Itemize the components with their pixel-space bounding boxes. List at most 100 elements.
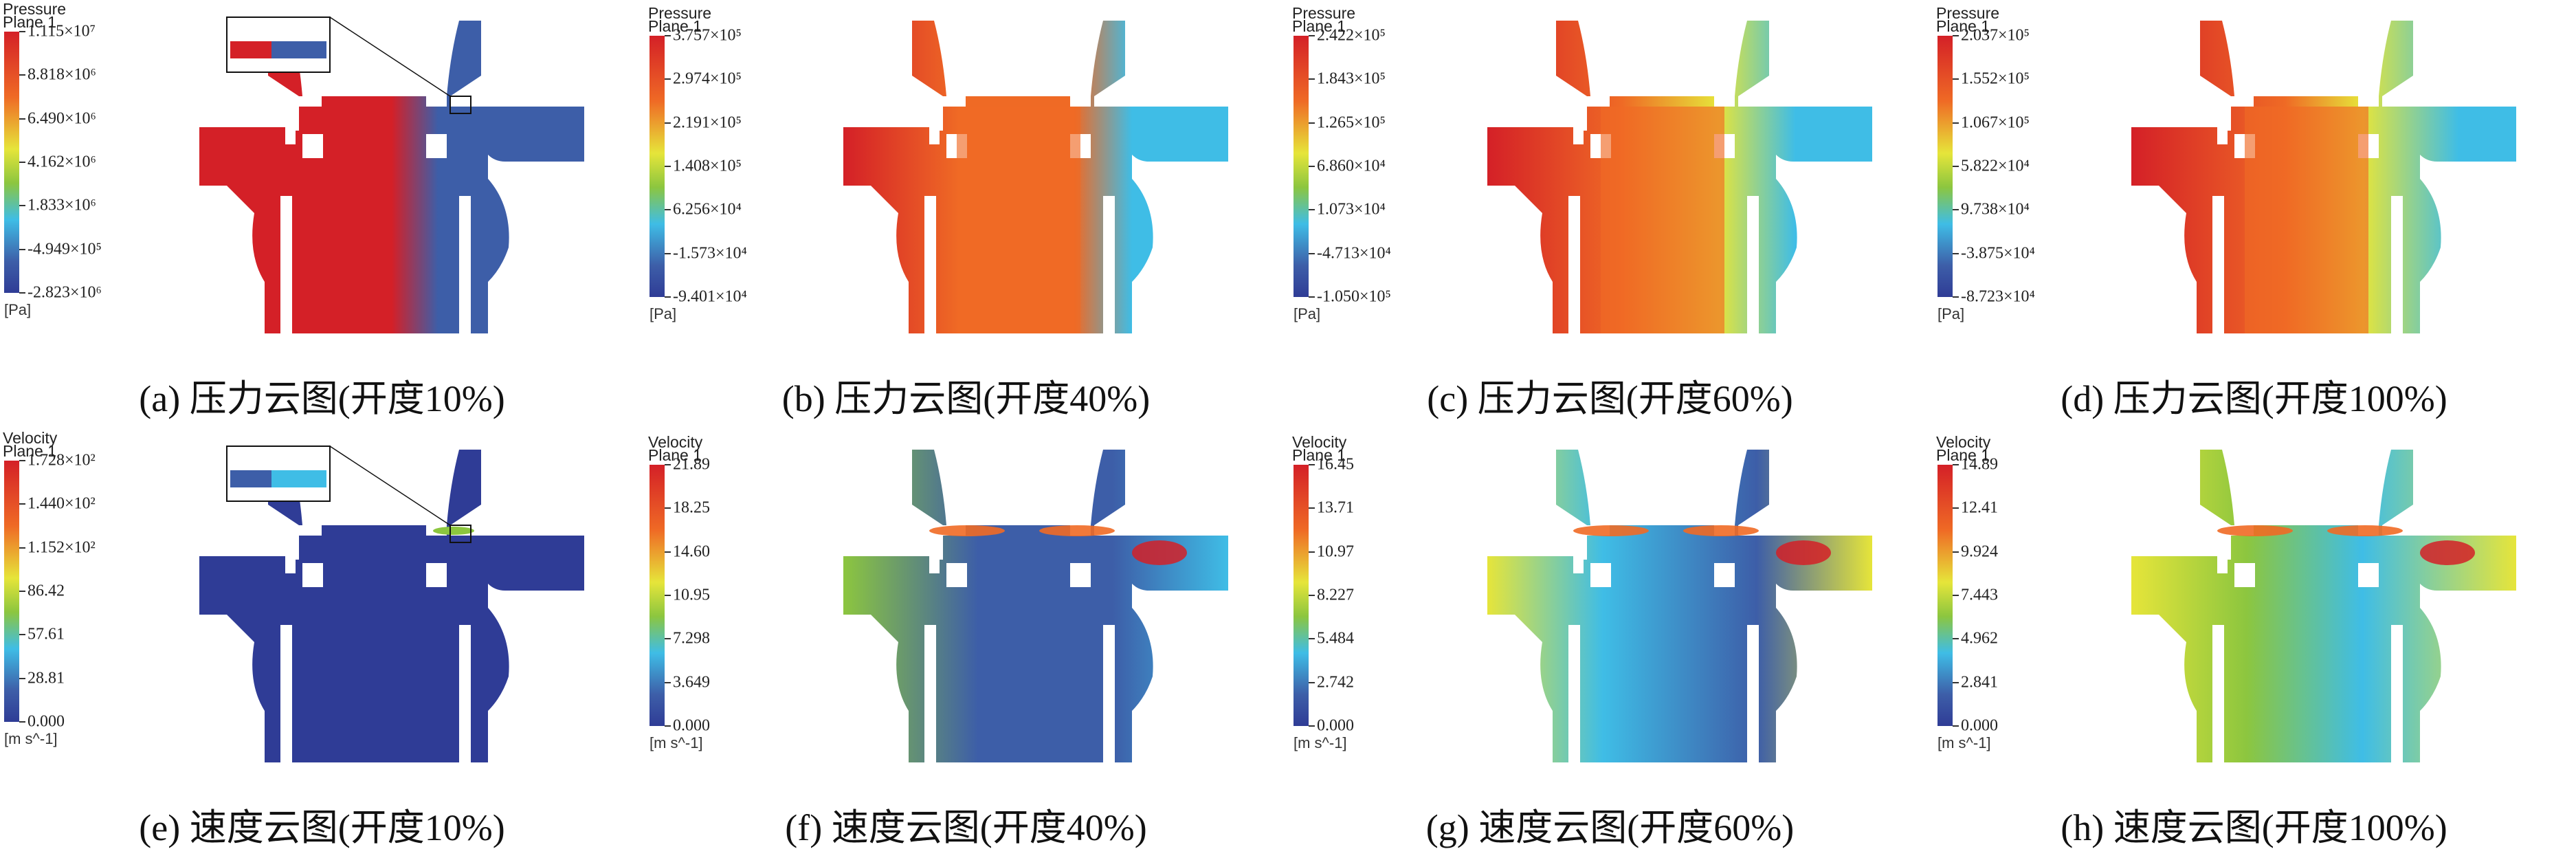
cage-port (2212, 198, 2224, 204)
tick-label: 0.000 (27, 712, 65, 731)
cage-port (1568, 309, 1580, 316)
cage-port (2212, 248, 2224, 254)
tick-label: 0.000 (673, 716, 710, 735)
tick-mark (19, 31, 25, 32)
cage-port (280, 714, 292, 720)
legend-title-line: Velocity (648, 433, 703, 451)
outlet-jet (1776, 540, 1831, 565)
cage-port (459, 726, 471, 732)
legend-title-line: Plane 1 (1292, 446, 1346, 464)
cage-port (1103, 297, 1115, 303)
cage-port (280, 751, 292, 757)
cage-port (1747, 726, 1759, 732)
cage-port (1568, 210, 1580, 217)
legend-title-line: Plane 1 (648, 17, 702, 35)
tick-label: 1.728×10² (27, 451, 96, 470)
cage-port (1747, 322, 1759, 328)
tick-mark (1309, 681, 1315, 683)
cage-port (2212, 652, 2224, 658)
tick-label: 10.95 (673, 586, 710, 604)
cage-port (1103, 210, 1115, 217)
colorbar (1937, 465, 1953, 726)
cage-port (924, 235, 936, 241)
cage-port (1747, 751, 1759, 757)
cage-port (1103, 235, 1115, 241)
cage-port (2391, 198, 2403, 204)
cage-port (459, 627, 471, 633)
zoom-target (449, 525, 471, 543)
cage-port (459, 210, 471, 217)
cage-port (280, 322, 292, 328)
tick-label: 9.924 (1961, 542, 1998, 561)
tick-mark (665, 507, 671, 509)
tick-mark (1953, 595, 1959, 596)
tick-mark (665, 595, 671, 596)
cage-port (1568, 652, 1580, 658)
cage-port (1747, 248, 1759, 254)
cage-port (2212, 627, 2224, 633)
cage-port (924, 714, 936, 720)
cage-core (957, 107, 1080, 333)
legend-unit: [m s^-1] (4, 730, 58, 747)
cage-port (1568, 198, 1580, 204)
tick-mark (665, 464, 671, 465)
tick-mark (1953, 725, 1959, 727)
tick-mark (665, 122, 671, 124)
cage-port (924, 664, 936, 670)
legend-unit: [m s^-1] (649, 734, 703, 751)
tick-label: 21.89 (673, 455, 710, 474)
tick-label: 28.81 (27, 669, 65, 688)
tick-label: 2.841 (1961, 673, 1998, 692)
cage-port (2212, 322, 2224, 328)
cage-port (459, 223, 471, 229)
cage-port (1103, 285, 1115, 291)
cage-port (1747, 738, 1759, 745)
tick-mark (19, 248, 25, 250)
tick-mark (19, 292, 25, 294)
cage-port (2391, 664, 2403, 670)
tick-label: 8.818×10⁶ (27, 65, 96, 84)
flow-domain (843, 450, 1228, 762)
tick-mark (1309, 35, 1315, 36)
legend-unit: [Pa] (4, 301, 32, 318)
tick-label: 18.25 (673, 498, 710, 517)
cage-port (1568, 701, 1580, 707)
zoom-target (449, 96, 471, 114)
cage-port (1747, 689, 1759, 695)
contour-plot (843, 21, 1228, 333)
tick-label: 57.61 (27, 625, 65, 644)
cage-port (1568, 726, 1580, 732)
tick-label: 2.422×10⁵ (1317, 26, 1386, 45)
cage-port (459, 639, 471, 646)
cage-port (2212, 714, 2224, 720)
cage-port (2212, 223, 2224, 229)
tick-mark (19, 118, 25, 120)
cage-port (459, 714, 471, 720)
tick-mark (1953, 551, 1959, 553)
cage-port (2391, 714, 2403, 720)
legend-unit: [Pa] (1937, 305, 1965, 322)
tick-mark (1953, 507, 1959, 509)
outlet-jet (2420, 540, 2475, 565)
tick-label: 1.115×10⁷ (27, 22, 96, 41)
tick-label: 1.552×10⁵ (1961, 69, 2030, 88)
cage-port (1568, 297, 1580, 303)
tick-mark (665, 296, 671, 298)
tick-label: 7.298 (673, 629, 710, 648)
cage-port (2391, 309, 2403, 316)
panel-caption: (b) 压力云图(开度40%) (781, 378, 1151, 419)
cage-port (2391, 248, 2403, 254)
cage-port (1103, 664, 1115, 670)
cage-port (1747, 272, 1759, 278)
cage-port (924, 738, 936, 745)
cage-port (1747, 701, 1759, 707)
cage-port (1103, 322, 1115, 328)
tick-mark (1309, 595, 1315, 596)
cage-port (1103, 751, 1115, 757)
cage-port (1103, 309, 1115, 316)
tick-mark (1309, 507, 1315, 509)
cage-port (1103, 223, 1115, 229)
tick-mark (1309, 725, 1315, 727)
